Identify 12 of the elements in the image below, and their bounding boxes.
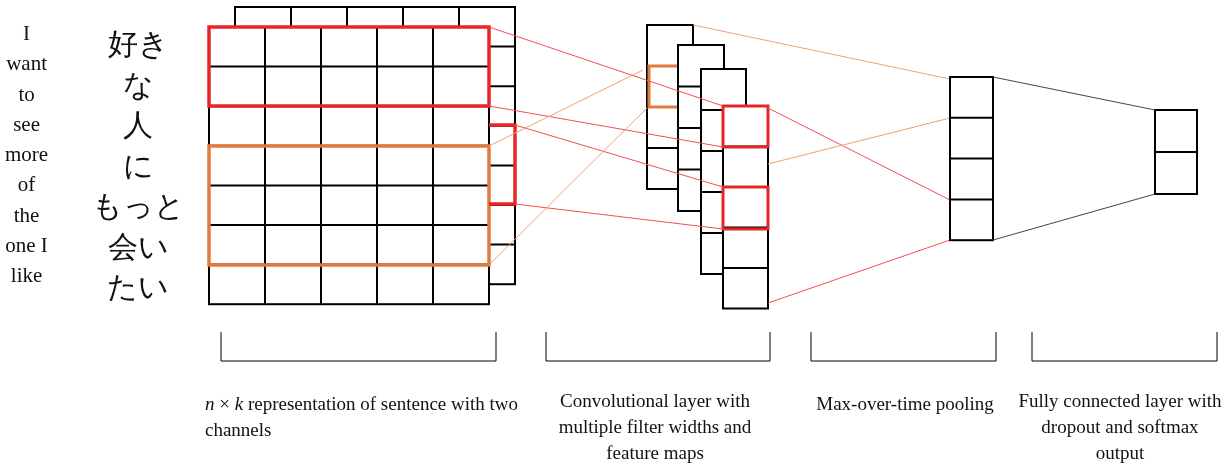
japanese-sentence-word: 人 (122, 108, 154, 142)
japanese-sentence-word: 会い (106, 229, 170, 264)
layer-caption: n × k representation of sentence with two channels (205, 392, 520, 442)
english-sentence: I want to see more of the one I like (5, 20, 49, 290)
japanese-sentence-word: もっと (90, 189, 186, 223)
japanese-sentence-word: たい (106, 270, 170, 304)
layer-caption: Fully connected layer with dropout and softmax output (1017, 389, 1223, 465)
japanese-sentence-word: に (121, 148, 155, 183)
japanese-sentence-word: な (121, 67, 155, 102)
layer-caption: Max-over-time pooling (815, 392, 995, 416)
japanese-sentence-word: 好き (106, 27, 170, 61)
layer-caption: Convolutional layer with multiple filter widths and feature maps (557, 389, 753, 465)
